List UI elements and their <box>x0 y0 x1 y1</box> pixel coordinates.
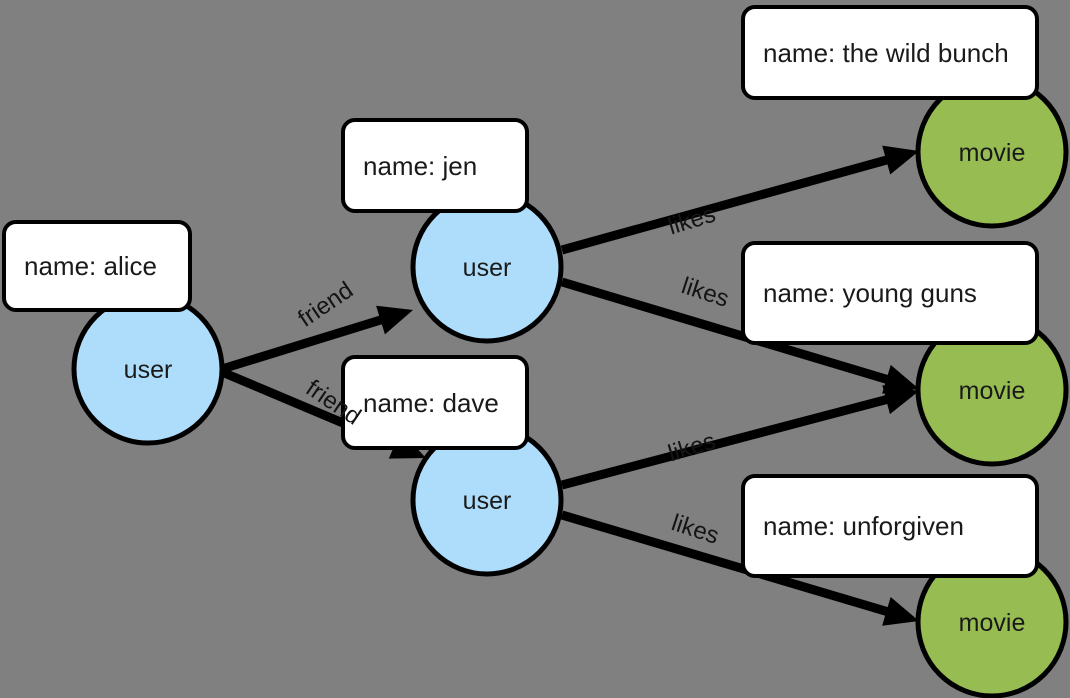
edges-layer <box>220 145 919 626</box>
edge-arrowhead-icon <box>882 364 919 394</box>
property-box-alice_prop: name: alice <box>2 220 192 312</box>
property-box-young_guns_prop: name: young guns <box>741 241 1039 345</box>
node-label: user <box>463 487 512 515</box>
property-box-label: name: jen <box>363 150 478 181</box>
property-box-unforgiven_prop: name: unforgiven <box>741 474 1039 578</box>
property-box-label: name: unforgiven <box>763 511 964 541</box>
edge-line <box>560 154 894 255</box>
edge-alice-jen <box>220 305 413 374</box>
node-alice[interactable]: user <box>71 292 225 446</box>
node-unforgiven[interactable]: movie <box>915 545 1069 698</box>
node-label: movie <box>959 377 1026 405</box>
edge-line <box>560 393 894 490</box>
edge-line <box>560 510 894 618</box>
node-label: user <box>124 356 173 384</box>
property-box-label: name: young guns <box>763 278 977 308</box>
edge-line <box>220 313 388 374</box>
node-young_guns[interactable]: movie <box>915 313 1069 467</box>
node-label: movie <box>959 139 1026 167</box>
node-dave[interactable]: user <box>410 423 564 577</box>
node-label: user <box>463 254 512 282</box>
property-box-jen_prop: name: jen <box>341 118 529 213</box>
node-wild_bunch[interactable]: movie <box>915 75 1069 229</box>
node-label: movie <box>959 609 1026 637</box>
property-box-wild_bunch_prop: name: the wild bunch <box>741 5 1039 100</box>
edge-jen-youngguns <box>560 277 919 394</box>
property-box-label: name: dave <box>363 387 499 418</box>
nodes-layer: user user user movie movie movie <box>71 75 1069 698</box>
node-jen[interactable]: user <box>410 190 564 344</box>
edge-arrowhead-icon <box>882 145 919 175</box>
edge-dave-unforgiven <box>560 510 919 626</box>
edge-dave-youngguns <box>560 385 919 490</box>
edge-arrowhead-icon <box>376 305 413 335</box>
property-box-label: name: the wild bunch <box>763 37 1009 68</box>
edge-jen-wildbunch <box>560 145 919 255</box>
property-box-dave_prop: name: dave <box>341 355 529 450</box>
property-box-label: name: alice <box>24 251 157 281</box>
edge-arrowhead-icon <box>882 385 919 415</box>
edge-arrowhead-icon <box>882 596 919 626</box>
edge-line <box>560 277 894 386</box>
